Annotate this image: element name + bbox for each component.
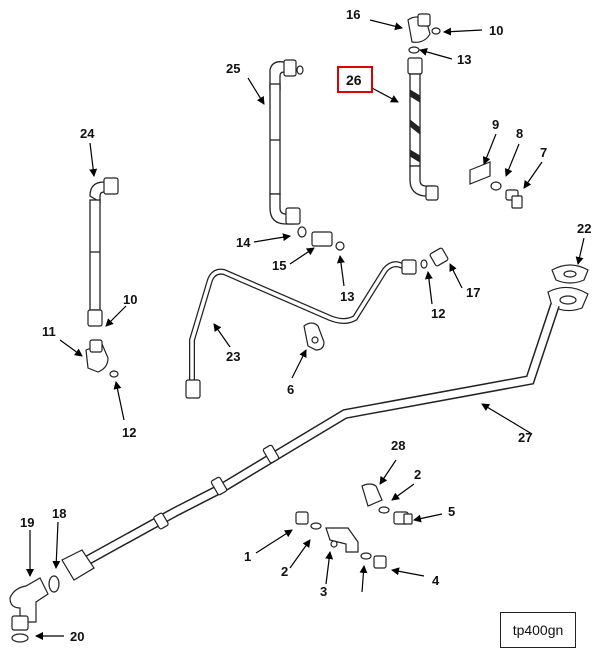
callout-10b: 10 — [123, 292, 137, 307]
callout-13b: 13 — [340, 289, 354, 304]
hose-25-assembly — [269, 59, 345, 251]
callout-14: 14 — [236, 235, 251, 250]
callout-13: 13 — [457, 52, 471, 67]
callout-16: 16 — [346, 7, 360, 22]
callout-6: 6 — [287, 382, 294, 397]
callout-22: 22 — [577, 221, 591, 236]
callout-12: 12 — [431, 306, 445, 321]
flange-22 — [547, 264, 589, 312]
callout-9: 9 — [492, 117, 499, 132]
tube-23 — [185, 247, 449, 399]
callout-28: 28 — [391, 438, 405, 453]
callout-15: 15 — [272, 258, 286, 273]
callout-3: 3 — [320, 584, 327, 599]
callout-23: 23 — [226, 349, 240, 364]
callout-24: 24 — [80, 126, 95, 141]
leader-lines — [26, 19, 585, 640]
fitting-19-assembly — [9, 549, 95, 643]
callout-labels: 16 10 13 26 25 24 9 8 7 14 15 13 22 17 1… — [20, 7, 591, 644]
callout-25: 25 — [226, 61, 240, 76]
callout-27: 27 — [518, 430, 532, 445]
callout-26: 26 — [346, 72, 362, 88]
callout-1: 1 — [244, 549, 251, 564]
callout-7: 7 — [540, 145, 547, 160]
callout-2: 2 — [414, 467, 421, 482]
callout-10: 10 — [489, 23, 503, 38]
callout-20: 20 — [70, 629, 84, 644]
callout-4: 4 — [432, 573, 440, 588]
bracket-9-group — [469, 161, 523, 209]
hose-26-assembly — [407, 13, 441, 201]
callout-5: 5 — [448, 504, 455, 519]
callout-12b: 12 — [122, 425, 136, 440]
reference-code-label: tp400gn — [500, 612, 576, 648]
callout-17: 17 — [466, 285, 480, 300]
clamp-6 — [303, 322, 325, 351]
hardware-group — [295, 483, 413, 569]
hose-24-assembly — [85, 177, 119, 378]
callout-11: 11 — [42, 324, 56, 339]
callout-18: 18 — [52, 506, 66, 521]
highlight-box — [337, 66, 373, 93]
callout-2b: 2 — [281, 564, 288, 579]
tube-27 — [85, 303, 560, 565]
callout-8: 8 — [516, 126, 523, 141]
callout-19: 19 — [20, 515, 34, 530]
